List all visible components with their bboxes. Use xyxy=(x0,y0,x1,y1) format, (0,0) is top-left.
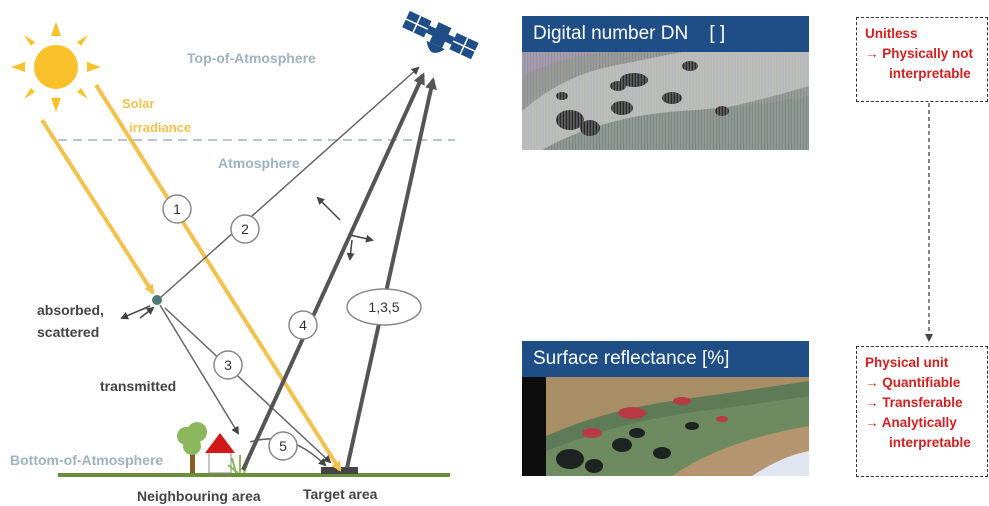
path-2-label: 2 xyxy=(241,221,249,237)
solar-ray-right xyxy=(94,83,342,472)
path-4-line xyxy=(241,72,425,471)
path-5-marker: 5 xyxy=(268,431,298,461)
neighbouring-area-label: Neighbouring area xyxy=(137,488,261,504)
path-3-line-b xyxy=(164,307,332,464)
atmosphere-label: Atmosphere xyxy=(218,155,300,171)
dn-panel-title: Digital number DN [ ] xyxy=(522,16,809,52)
sr-panel-title: Surface reflectance [%] xyxy=(522,341,809,377)
ground-line xyxy=(58,473,450,477)
path-3-label: 3 xyxy=(224,357,232,373)
physical-unit-note: Physical unit → Quantifiable → Transfera… xyxy=(856,346,988,477)
physical-note-line1: Physical unit xyxy=(865,355,949,370)
tree-icon xyxy=(177,422,207,473)
satellite-icon xyxy=(402,10,479,60)
scatter-arrow xyxy=(120,305,151,320)
sun-icon xyxy=(11,22,101,112)
transmitted-label: transmitted xyxy=(100,378,177,394)
unitless-note-line3: interpretable xyxy=(889,66,971,81)
path-3-line-a xyxy=(159,304,240,435)
unitless-note-line1: Unitless xyxy=(865,26,918,41)
path-2-marker: 2 xyxy=(230,214,260,244)
scatter-arrow xyxy=(139,306,155,319)
solar-irradiance-label: Solar irradiance xyxy=(122,92,191,140)
scatter-arrow xyxy=(349,234,374,243)
solar-label-line1: Solar xyxy=(122,96,155,111)
physical-note-line2: → Quantifiable xyxy=(865,375,961,390)
physical-note-line4: → Analytically xyxy=(865,415,957,430)
path-5-label: 5 xyxy=(279,438,287,454)
solar-ray-left xyxy=(40,118,155,295)
absorbed-label-line1: absorbed, xyxy=(37,302,104,318)
absorbed-scattered-label: absorbed, scattered xyxy=(37,299,104,343)
solar-label-line2: irradiance xyxy=(129,120,192,135)
scatter-arrow xyxy=(316,196,341,221)
scatter-arrow xyxy=(346,239,355,261)
dn-image-panel: Digital number DN [ ] xyxy=(522,16,809,150)
path-3-marker: 3 xyxy=(213,350,243,380)
house-icon xyxy=(205,433,235,474)
sr-image-panel: Surface reflectance [%] xyxy=(522,341,809,476)
path-1-marker: 1 xyxy=(162,194,192,224)
path-2-line xyxy=(159,66,420,299)
dn-satellite-image xyxy=(522,16,809,150)
bottom-of-atmosphere-label: Bottom-of-Atmosphere xyxy=(10,452,164,468)
top-of-atmosphere-label: Top-of-Atmosphere xyxy=(187,50,316,66)
path-4-marker: 4 xyxy=(288,310,318,340)
path-4-label: 4 xyxy=(299,317,307,333)
absorbed-label-line2: scattered xyxy=(37,324,100,340)
physical-note-line3: → Transferable xyxy=(865,395,963,410)
path-135-label: 1,3,5 xyxy=(368,299,399,315)
unitless-note: Unitless → Physically not interpretable xyxy=(856,17,988,102)
physical-note-line5: interpretable xyxy=(889,435,971,450)
path-135-line xyxy=(345,77,437,469)
unitless-note-line2: → Physically not xyxy=(865,46,974,61)
aerosol-particle xyxy=(152,295,162,305)
target-area-label: Target area xyxy=(303,486,378,502)
path-135-marker: 1,3,5 xyxy=(346,288,422,326)
path-1-label: 1 xyxy=(173,201,181,217)
